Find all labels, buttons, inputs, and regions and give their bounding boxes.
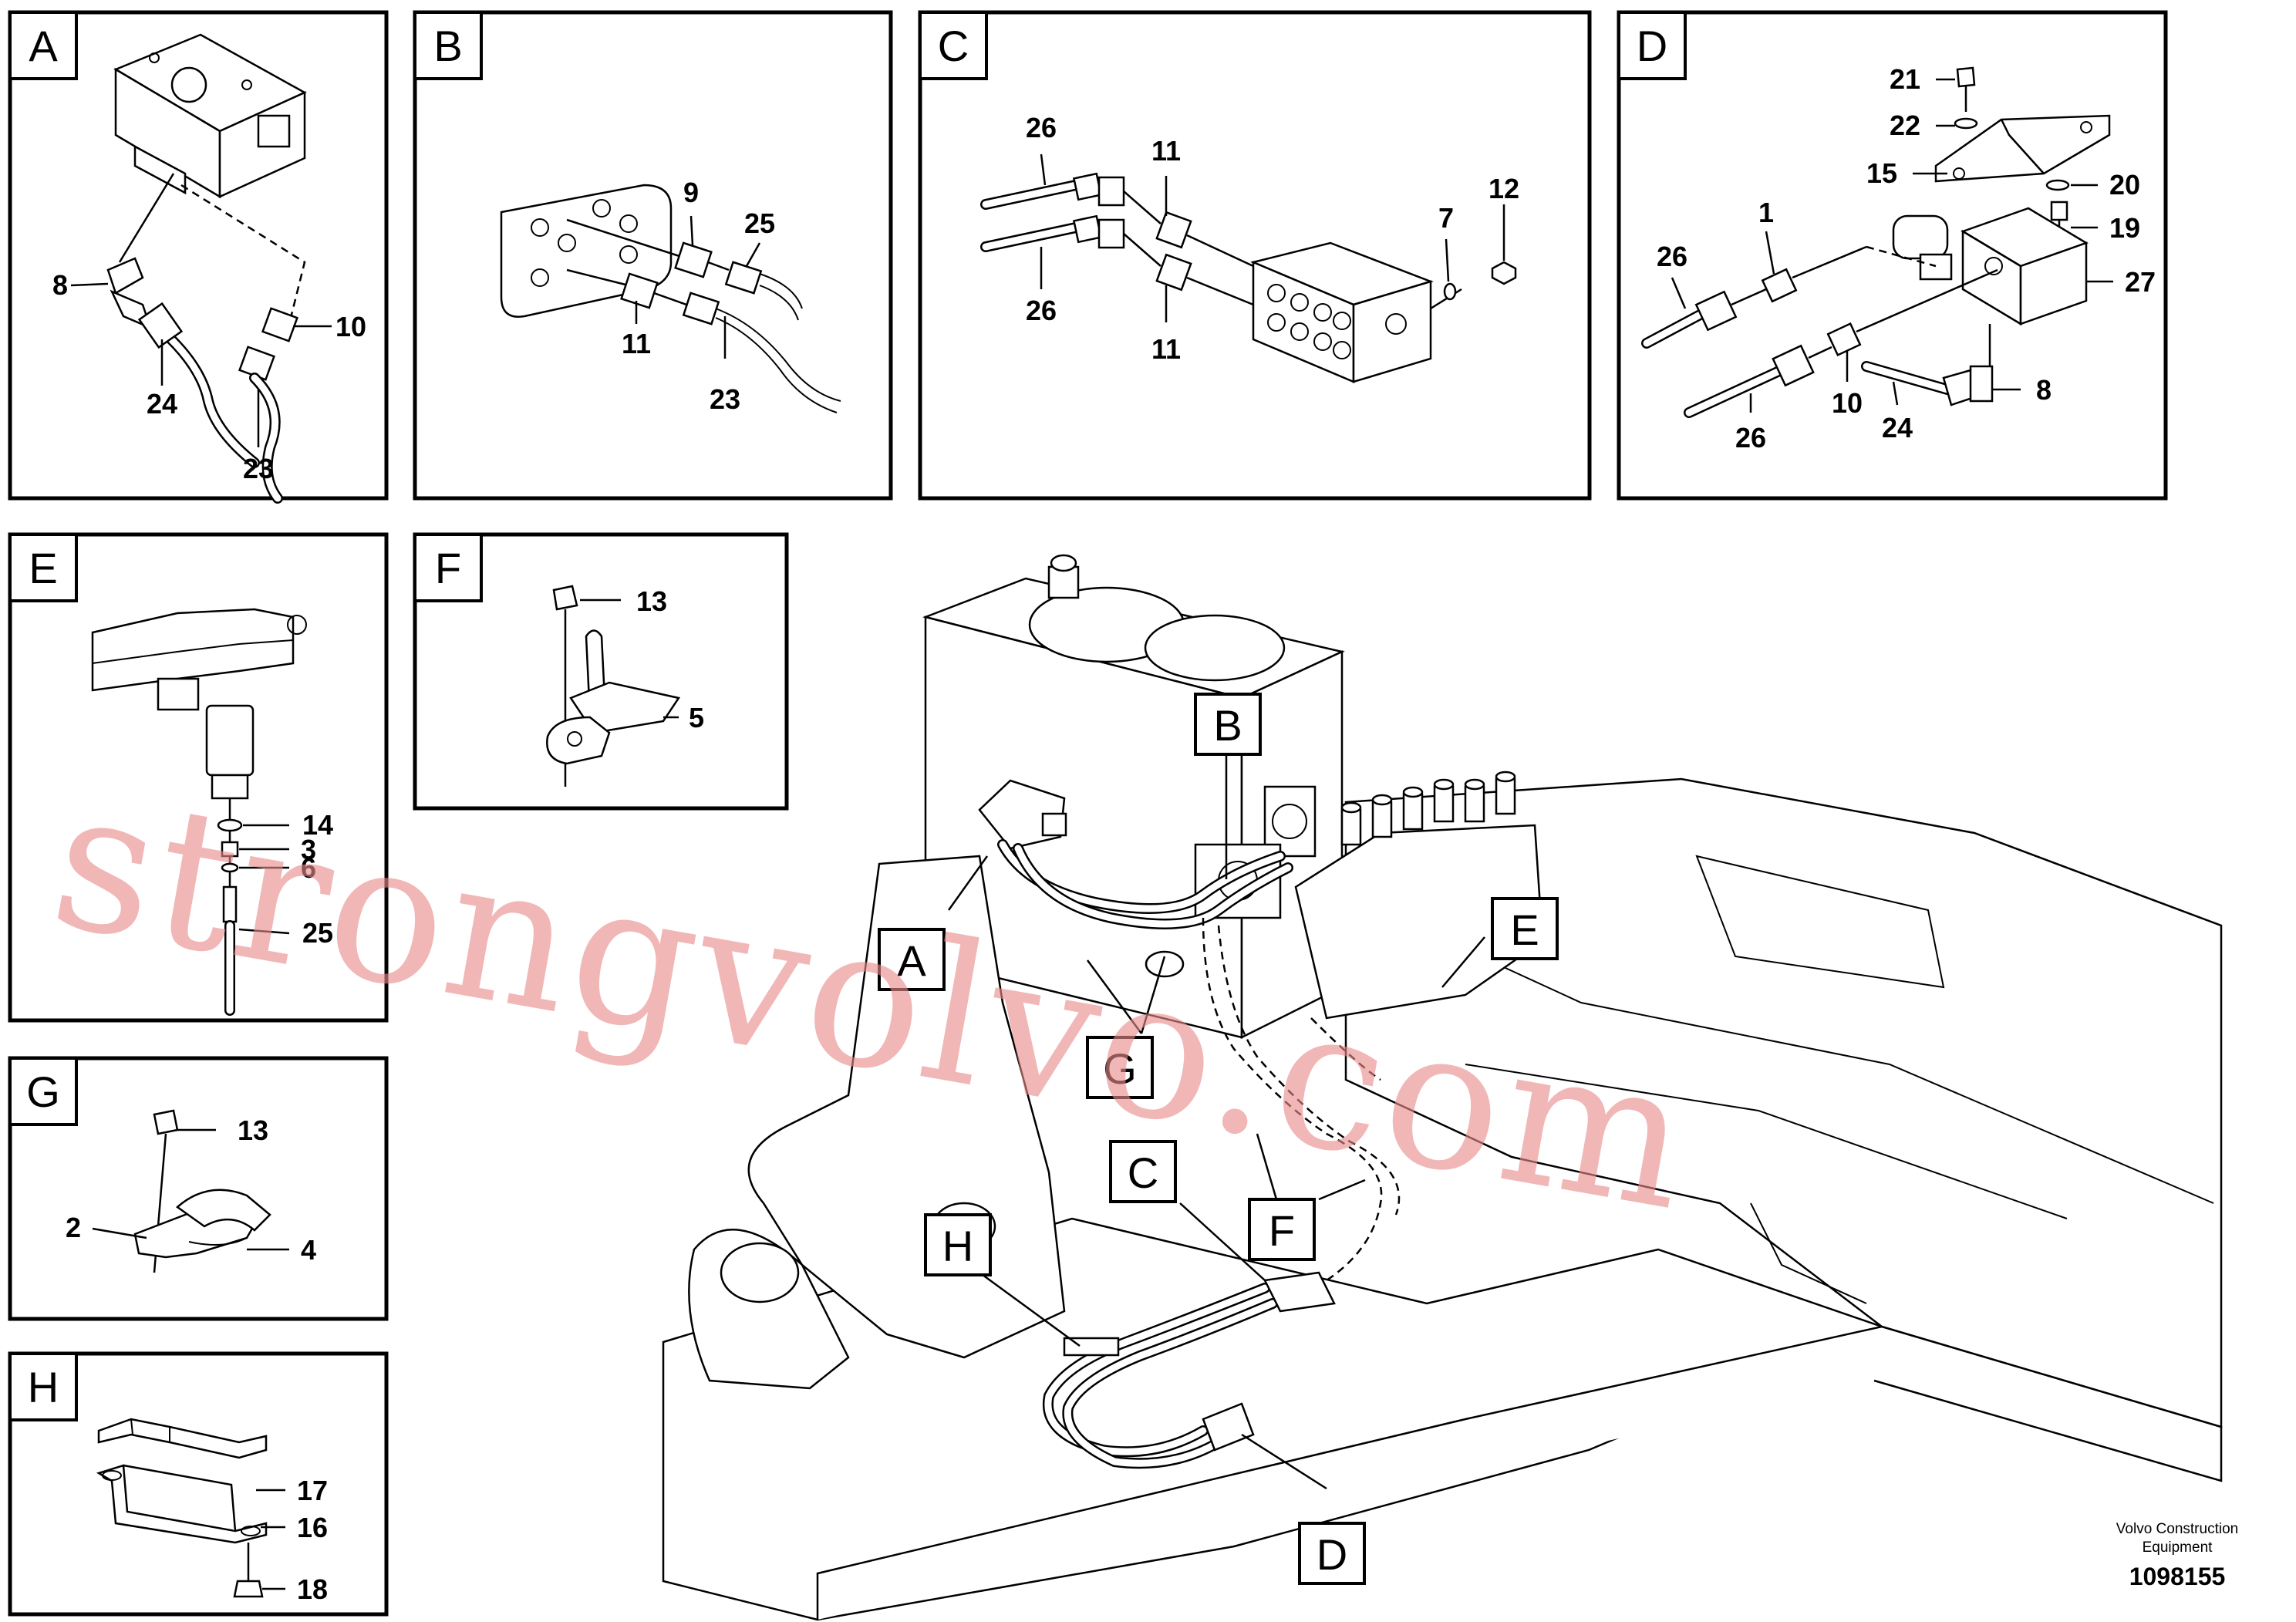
- credit-line-2: Equipment: [2143, 1539, 2213, 1556]
- panel-d-label-1: 1: [1758, 197, 1774, 228]
- panel-c-label-26-bottom: 26: [1026, 295, 1057, 326]
- panel-c-label-12: 12: [1489, 173, 1519, 204]
- callout-c: C: [1109, 1140, 1177, 1203]
- panel-d-label-26-bottom: 26: [1735, 422, 1766, 454]
- credit-line-1: Volvo Construction: [2116, 1521, 2238, 1537]
- main-assembly: [662, 554, 2223, 1621]
- panel-a-label-24: 24: [147, 388, 177, 420]
- panel-g-label-2: 2: [66, 1212, 81, 1243]
- panel-a-label-8: 8: [52, 269, 68, 301]
- panel-d-label-19: 19: [2109, 212, 2140, 244]
- control-valve: [1294, 771, 1544, 1020]
- panel-e-label-6: 6: [301, 852, 316, 884]
- panel-d-label-26-top: 26: [1657, 241, 1687, 272]
- callout-a-text: A: [897, 936, 926, 985]
- panel-b-tag: B: [433, 22, 462, 70]
- callout-a: A: [878, 928, 946, 991]
- panel-h-bracket-16: [96, 1464, 268, 1544]
- panel-d-label-21: 21: [1890, 63, 1920, 95]
- panel-b-label-25: 25: [744, 207, 775, 239]
- panel-g-label-13: 13: [238, 1114, 268, 1146]
- callout-b: B: [1194, 693, 1262, 756]
- panel-c: C 26 11: [918, 10, 1592, 501]
- panel-a-fitting-10: [238, 307, 298, 381]
- panel-h-label-16: 16: [297, 1512, 328, 1543]
- callout-f: F: [1248, 1198, 1316, 1261]
- callout-h-text: H: [942, 1222, 973, 1270]
- callout-c-text: C: [1128, 1148, 1158, 1197]
- panel-c-label-26-top: 26: [1026, 112, 1057, 143]
- panel-c-tag: C: [938, 22, 969, 70]
- panel-c-label-11-top: 11: [1151, 135, 1181, 167]
- panel-d: D: [1617, 10, 2168, 501]
- panel-g-clamp: [133, 1109, 271, 1273]
- panel-d-valve: [1892, 207, 2089, 326]
- panel-g-label-4: 4: [301, 1234, 316, 1266]
- callout-e-text: E: [1510, 905, 1539, 954]
- panel-e-label-3: 3: [301, 834, 316, 865]
- panel-h-label-17: 17: [297, 1475, 328, 1506]
- callout-b-text: B: [1213, 701, 1242, 750]
- panel-a-tag: A: [29, 22, 58, 70]
- callout-d: D: [1298, 1522, 1366, 1585]
- panel-h: H 17 16 18: [8, 1351, 389, 1617]
- panel-f-label-13: 13: [636, 585, 667, 617]
- panel-f-label-5: 5: [689, 702, 704, 733]
- panel-d-label-8: 8: [2036, 374, 2052, 406]
- panel-e-valve-body: [91, 608, 307, 800]
- credit-block: Volvo Construction Equipment 1098155: [2116, 1521, 2238, 1590]
- callout-e: E: [1491, 897, 1559, 960]
- panel-d-bracket: [1934, 114, 2111, 183]
- panel-d-label-20: 20: [2109, 169, 2140, 201]
- callout-d-text: D: [1317, 1530, 1347, 1579]
- callout-g-text: G: [1103, 1044, 1137, 1093]
- callout-f-text: F: [1269, 1206, 1295, 1255]
- panel-e-tag: E: [29, 544, 57, 592]
- panel-b-fittings: [620, 241, 763, 325]
- hydraulic-tank: [922, 554, 1345, 1040]
- panel-f: F 13 5: [413, 532, 789, 811]
- panel-a-pump: [113, 33, 307, 199]
- panel-d-label-22: 22: [1890, 110, 1920, 141]
- callout-h: H: [924, 1213, 992, 1276]
- panel-h-label-18: 18: [297, 1573, 328, 1605]
- panel-f-bolt-and-clip: [546, 585, 681, 787]
- panel-b-label-9: 9: [683, 177, 699, 208]
- panel-h-bracket-17: [97, 1418, 268, 1459]
- panel-c-label-11-bottom: 11: [1151, 333, 1181, 365]
- drawing-number: 1098155: [2129, 1563, 2226, 1590]
- panel-e-label-25: 25: [302, 917, 333, 949]
- panel-g-tag: G: [26, 1067, 60, 1116]
- panel-f-tag: F: [435, 544, 461, 592]
- panel-a-label-10: 10: [335, 311, 366, 342]
- panel-b: B 9 25 11 23: [413, 10, 893, 501]
- panel-c-fittings: [1072, 172, 1192, 292]
- panel-d-label-27: 27: [2125, 266, 2156, 298]
- panel-h-tag: H: [28, 1363, 59, 1411]
- panel-g: G 13 2 4: [8, 1056, 389, 1321]
- panel-c-manifold: [1250, 241, 1434, 383]
- panel-b-label-11: 11: [622, 328, 651, 359]
- pilot-unit: [978, 779, 1067, 850]
- panel-e-label-14: 14: [302, 809, 333, 841]
- panel-d-label-24: 24: [1882, 412, 1913, 443]
- callout-g: G: [1086, 1036, 1154, 1099]
- panel-a: A 8 10 24: [8, 10, 389, 504]
- panel-d-elbow-8: [1942, 365, 1994, 406]
- panel-d-label-10: 10: [1832, 387, 1863, 419]
- panel-e: E 14 3 6 25: [8, 532, 389, 1023]
- panel-b-label-23: 23: [710, 383, 740, 415]
- panel-a-label-23: 23: [243, 453, 274, 484]
- panel-d-tag: D: [1637, 22, 1667, 70]
- panel-c-label-7: 7: [1438, 202, 1454, 234]
- panel-d-label-15: 15: [1866, 157, 1897, 189]
